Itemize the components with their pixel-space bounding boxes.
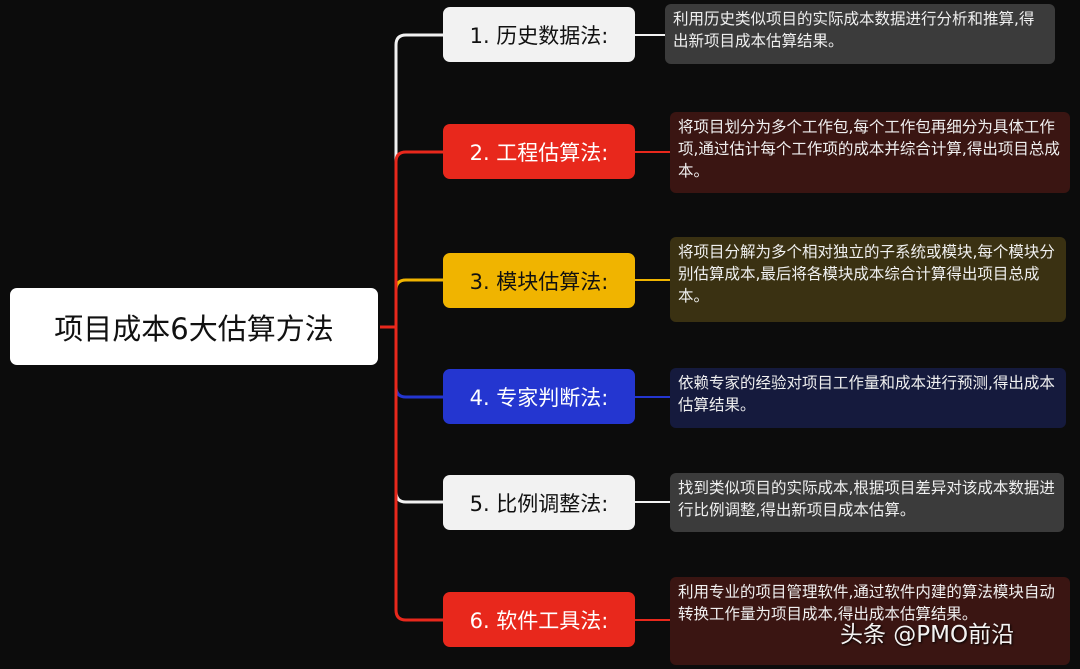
connector-3 [380, 278, 443, 329]
branch-node-1[interactable]: 1. 历史数据法: [443, 7, 635, 62]
desc-node-5[interactable]: 找到类似项目的实际成本,根据项目差异对该成本数据进行比例调整,得出新项目成本估算… [670, 473, 1064, 532]
desc-text: 将项目分解为多个相对独立的子系统或模块,每个模块分别估算成本,最后将各模块成本综… [678, 243, 1055, 305]
branch-node-6[interactable]: 6. 软件工具法: [443, 592, 635, 647]
connector-1 [380, 33, 443, 329]
desc-node-1[interactable]: 利用历史类似项目的实际成本数据进行分析和推算,得出新项目成本估算结果。 [665, 4, 1055, 64]
branch-node-4[interactable]: 4. 专家判断法: [443, 369, 635, 424]
desc-node-3[interactable]: 将项目分解为多个相对独立的子系统或模块,每个模块分别估算成本,最后将各模块成本综… [670, 237, 1066, 322]
branch-node-3[interactable]: 3. 模块估算法: [443, 253, 635, 308]
branch-label: 5. 比例调整法: [469, 491, 609, 516]
root-node[interactable]: 项目成本6大估算方法 [10, 288, 378, 365]
desc-text: 利用专业的项目管理软件,通过软件内建的算法模块自动转换工作量为项目成本,得出成本… [678, 583, 1055, 623]
branch-label: 3. 模块估算法: [469, 269, 609, 294]
desc-text: 利用历史类似项目的实际成本数据进行分析和推算,得出新项目成本估算结果。 [673, 10, 1035, 50]
branch-label: 2. 工程估算法: [469, 140, 609, 165]
desc-text: 找到类似项目的实际成本,根据项目差异对该成本数据进行比例调整,得出新项目成本估算… [678, 479, 1055, 519]
desc-node-2[interactable]: 将项目划分为多个工作包,每个工作包再细分为具体工作项,通过估计每个工作项的成本并… [670, 112, 1070, 193]
branch-label: 1. 历史数据法: [469, 23, 609, 48]
desc-node-6[interactable]: 利用专业的项目管理软件,通过软件内建的算法模块自动转换工作量为项目成本,得出成本… [670, 577, 1070, 665]
desc-node-4[interactable]: 依赖专家的经验对项目工作量和成本进行预测,得出成本估算结果。 [670, 368, 1066, 428]
desc-text: 将项目划分为多个工作包,每个工作包再细分为具体工作项,通过估计每个工作项的成本并… [678, 118, 1060, 180]
branch-node-2[interactable]: 2. 工程估算法: [443, 124, 635, 179]
branch-label: 6. 软件工具法: [469, 608, 609, 633]
root-title: 项目成本6大估算方法 [54, 311, 334, 346]
branch-label: 4. 专家判断法: [469, 385, 609, 410]
watermark: 头条 @PMO前沿 [840, 622, 1015, 648]
branch-node-5[interactable]: 5. 比例调整法: [443, 475, 635, 530]
desc-text: 依赖专家的经验对项目工作量和成本进行预测,得出成本估算结果。 [678, 374, 1055, 414]
connector-4 [380, 325, 443, 399]
connector-6 [380, 325, 443, 622]
connector-2 [380, 150, 443, 329]
connector-5 [380, 325, 443, 504]
